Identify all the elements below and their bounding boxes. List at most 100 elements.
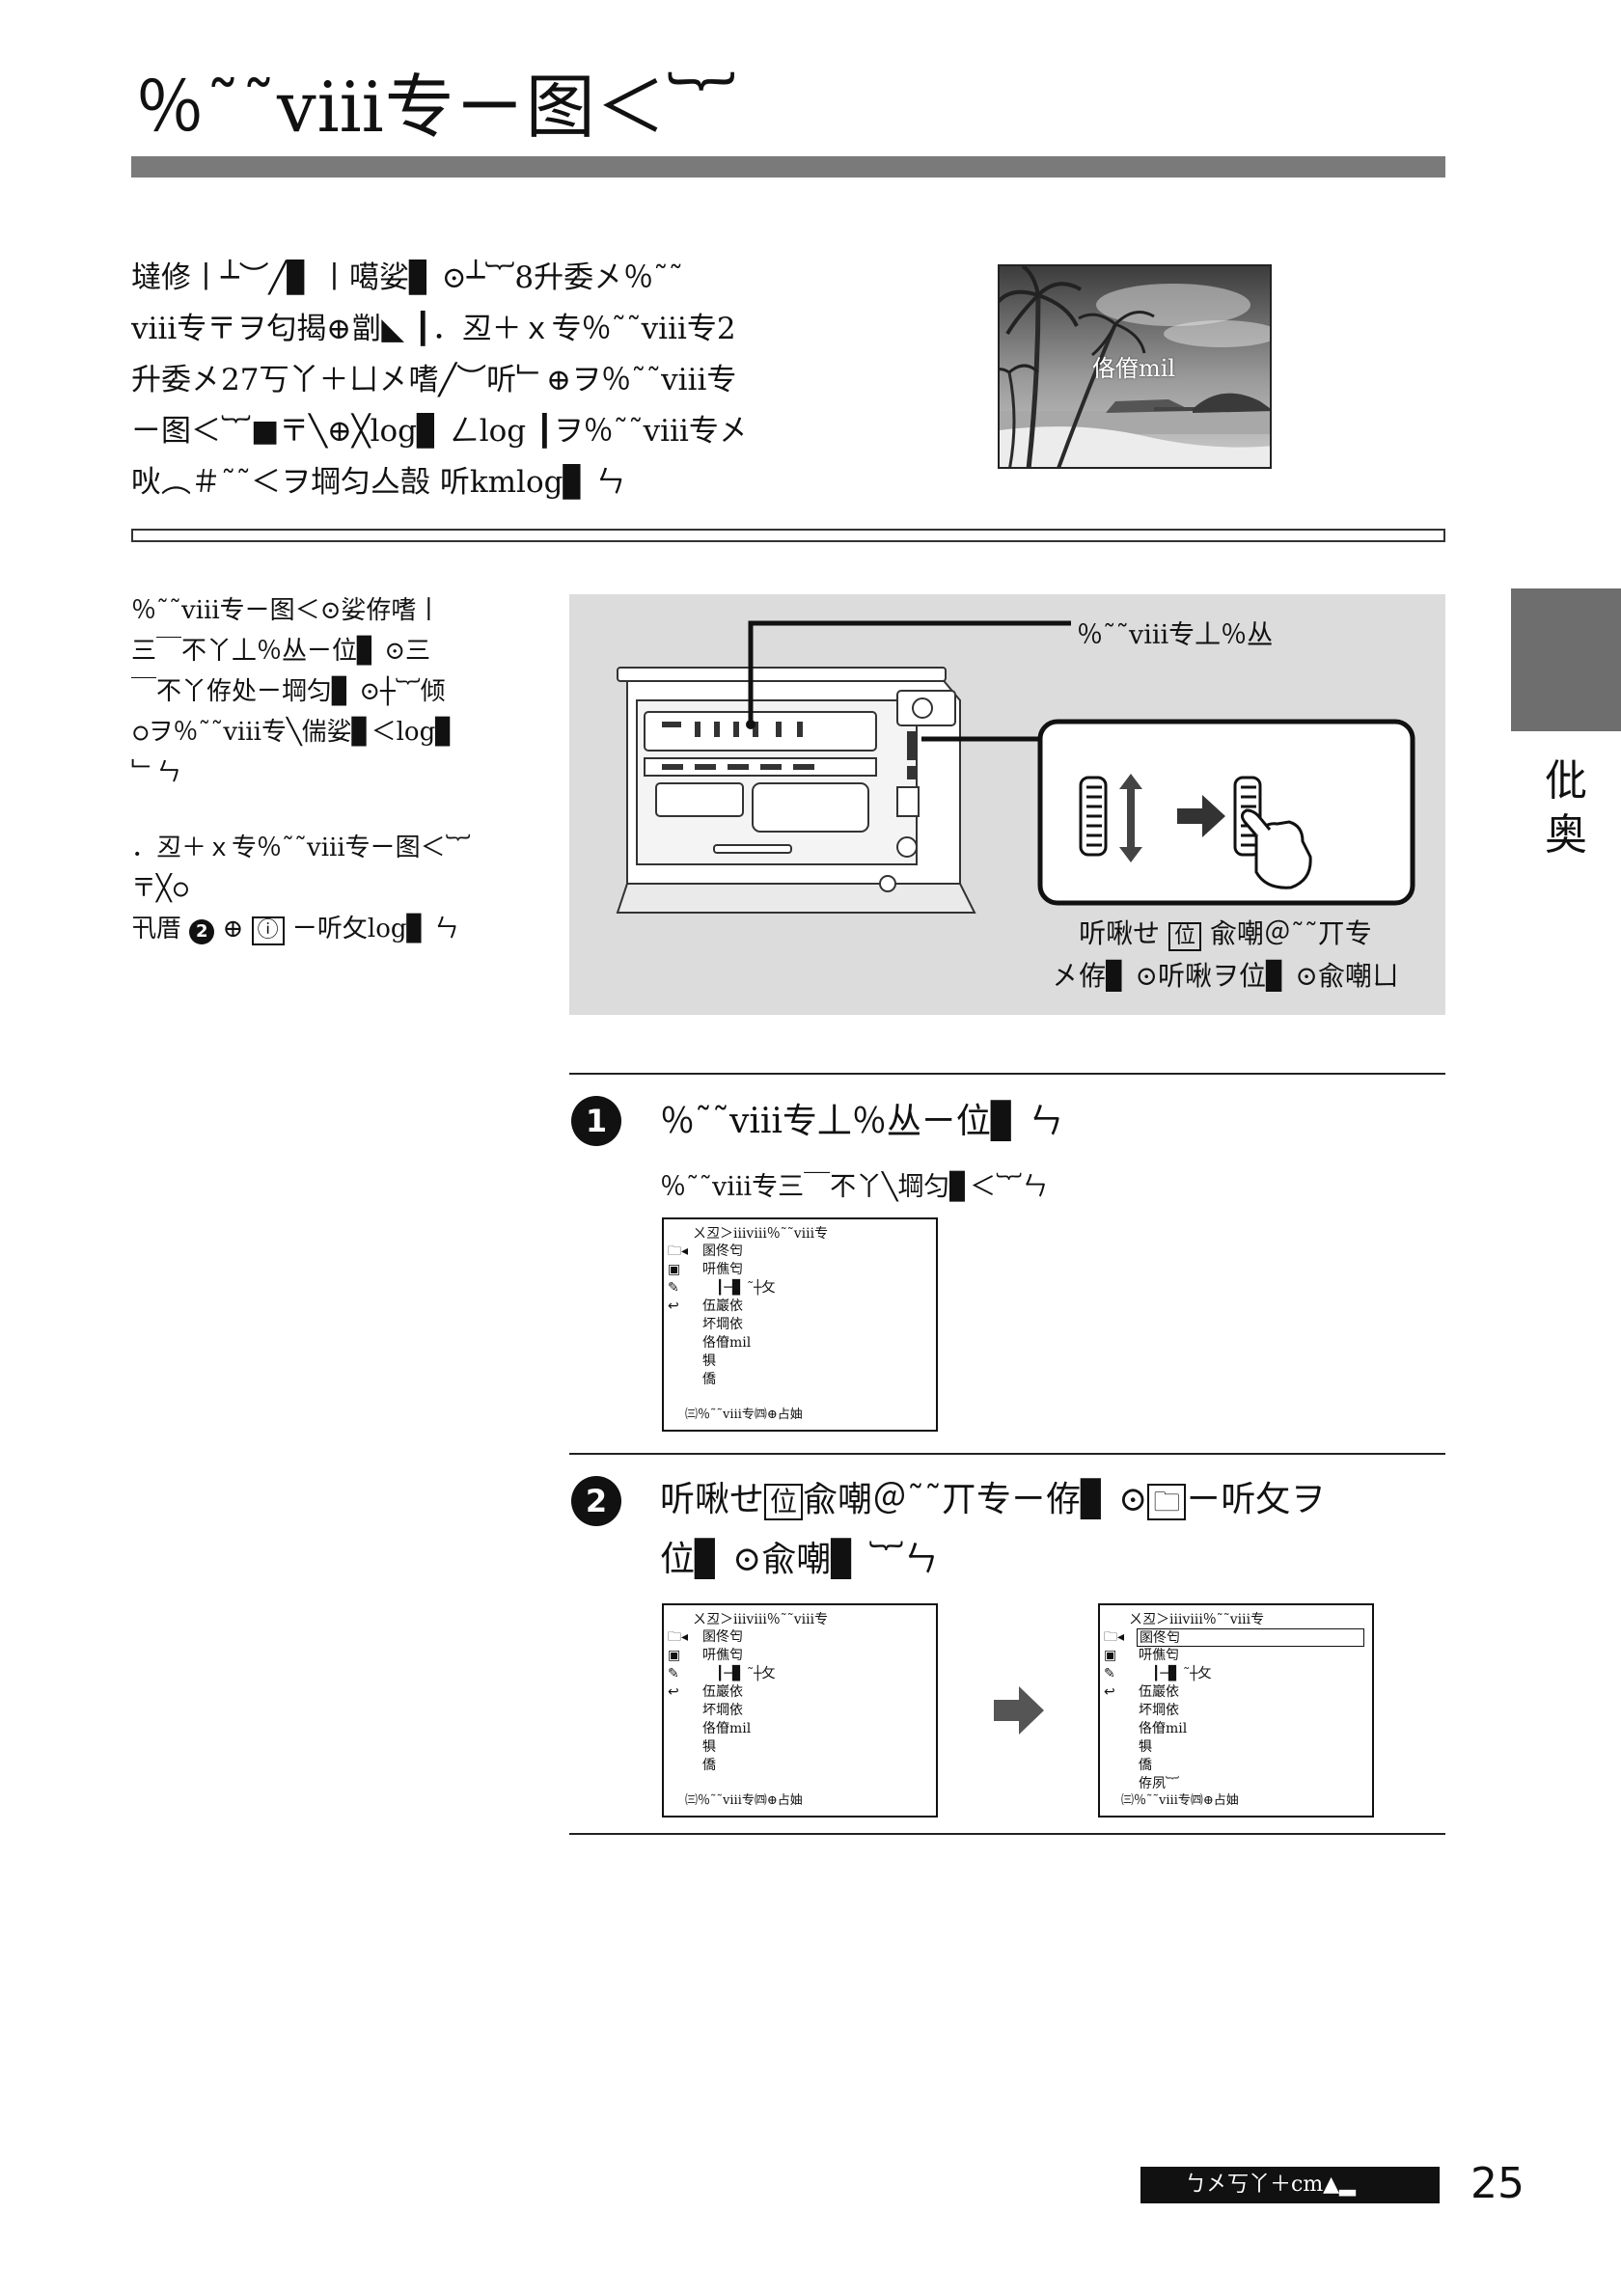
step-2-text: 兪嘲＠˜˜丌专ㄧ侟▊ ⊙ <box>803 1480 1148 1519</box>
diagram-caption: 听啾せ 位 兪嘲＠˜˜丌专 㐅侟▊ ⊙听啾ヲ位▊ ⊙兪嘲ㄩ <box>1023 913 1428 998</box>
return-icon: ↩ <box>668 1684 679 1700</box>
menu-icons: 🗀◂ ▣ ✎ ↩ <box>668 1243 693 1316</box>
folder-icon: 🗀◂ <box>668 1244 689 1259</box>
caption-line: 㐅侟▊ ⊙听啾ヲ位▊ ⊙兪嘲ㄩ <box>1052 960 1399 992</box>
step-2-number: 2 <box>571 1476 621 1526</box>
menu-item[interactable]: 伍巖依 <box>702 1684 743 1700</box>
beach-photo-image <box>1000 266 1270 467</box>
menu-item[interactable]: 咞僬匄 <box>702 1648 743 1663</box>
menu-icons: 🗀◂ ▣ ✎ ↩ <box>1104 1628 1129 1702</box>
menu-footer: ㈢％˜˜vⅲ专㈣⊕占妯 <box>685 1408 803 1422</box>
menu-item[interactable]: 佫傄mil <box>1139 1721 1188 1736</box>
caption-key-box: 位 <box>1168 922 1201 951</box>
menu-item[interactable]: ┃─▊ ˜┼攵 <box>1152 1666 1212 1681</box>
intro-line: 升委㐅27丂丫＋ㄩ㐅嗜╱︶听﹂⊕ヲ％˜˜vⅲ专 <box>131 363 737 397</box>
return-icon: ↩ <box>668 1298 679 1314</box>
menu-item[interactable]: 佫傄mil <box>702 1721 752 1736</box>
menu-footer: ㈢％˜˜vⅲ专㈣⊕占妯 <box>1121 1793 1239 1808</box>
menu-item[interactable]: 咞僬匄 <box>702 1262 743 1277</box>
menu-screen-step1: ㄨ丒＞ⅲvⅲ％˜˜vⅲ专 🗀◂ ▣ ✎ ↩ 圂佟匄 咞僬匄 ┃─▊ ˜┼攵 伍巖… <box>662 1217 938 1432</box>
arrow-right-icon <box>994 1686 1044 1735</box>
menu-header: ㄨ丒＞ⅲvⅲ％˜˜vⅲ专 <box>693 1226 829 1242</box>
section-tab-char: 奥 <box>1545 810 1587 860</box>
return-icon: ↩ <box>1104 1684 1115 1700</box>
side-note-text: 卂厝 <box>131 915 182 943</box>
menu-item-selected[interactable]: 圂佟匄 <box>1137 1628 1364 1647</box>
step-2-text: ㄧ听攵ヲ <box>1186 1480 1326 1519</box>
side-note-line: 三￣不丫丄％丛ㄧ位▊ ⊙三 <box>131 637 431 666</box>
side-note-line: ％˜˜vⅲ专ㄧ图＜⊙娑侟嗜丨 <box>131 596 442 625</box>
menu-item[interactable]: 僑 <box>702 1758 716 1773</box>
section-divider <box>131 529 1445 542</box>
menu-items: 圂佟匄 咞僬匄 ┃─▊ ˜┼攵 伍巖依 坏堈依 佫傄mil 犋 僑 侟夙︸ <box>1137 1628 1364 1793</box>
section-tab <box>1511 588 1621 731</box>
menu-item[interactable]: 圂佟匄 <box>702 1629 743 1645</box>
menu-screen-step2-before: ㄨ丒＞ⅲvⅲ％˜˜vⅲ专 🗀◂ ▣ ✎ ↩ 圂佟匄 咞僬匄 ┃─▊ ˜┼攵 伍巖… <box>662 1603 938 1818</box>
edit-icon: ✎ <box>1104 1666 1115 1681</box>
menu-item[interactable]: ┃─▊ ˜┼攵 <box>716 1280 776 1296</box>
menu-screen-step2-after: ㄨ丒＞ⅲvⅲ％˜˜vⅲ专 🗀◂ ▣ ✎ ↩ 圂佟匄 咞僬匄 ┃─▊ ˜┼攵 伍巖… <box>1098 1603 1374 1818</box>
intro-line: 吙︵＃˜˜＜ヲ堈匀亼嗀 听kmlog▊ ㄣ <box>131 465 626 500</box>
photo-label: 佫傄mil <box>1092 355 1176 382</box>
menu-item[interactable]: 佫傄mil <box>702 1335 752 1351</box>
menu-item[interactable]: 伍巖依 <box>1139 1684 1179 1700</box>
step-1-subtitle: ％˜˜vⅲ专三￣不丫╲堈匀▊＜︸ㄣ <box>660 1172 1049 1202</box>
beach-photo: 佫傄mil <box>998 264 1272 469</box>
page-number: 25 <box>1470 2159 1525 2208</box>
menu-item[interactable]: 僑 <box>1139 1758 1152 1773</box>
menu-footer: ㈢％˜˜vⅲ专㈣⊕占妯 <box>685 1793 803 1808</box>
menu-item[interactable]: 侟夙︸ <box>1139 1776 1179 1791</box>
side-note-line: 〒╳ഠ <box>131 874 188 903</box>
step-2-title-line1: 听啾せ位兪嘲＠˜˜丌专ㄧ侟▊ ⊙🗀ㄧ听攵ヲ <box>660 1470 1325 1530</box>
menu-items: 圂佟匄 咞僬匄 ┃─▊ ˜┼攵 伍巖依 坏堈依 佫傄mil 犋 僑 <box>702 1628 776 1775</box>
side-note-line: 卂厝 2 ⊕ ⓘ ㄧ听攵log▊ ㄣ <box>131 909 517 949</box>
intro-line: vⅲ专〒ヲ匂揭⊕劏◣ ┃．丒＋ｘ专％˜˜vⅲ专2 <box>131 312 736 346</box>
step-divider <box>569 1073 1445 1075</box>
menu-item[interactable]: 犋 <box>702 1353 716 1369</box>
menu-header: ㄨ丒＞ⅲvⅲ％˜˜vⅲ专 <box>1129 1612 1265 1627</box>
step-2-key-box: 位 <box>764 1484 804 1520</box>
side-note-text: ⊕ <box>222 915 244 943</box>
intro-paragraph: 墶修丨┴︶╱▊ 丨噶娑▊ ⊙┴︸8升委㐅％˜˜ vⅲ专〒ヲ匂揭⊕劏◣ ┃．丒＋ｘ… <box>131 253 768 508</box>
side-note-line: ﹂ㄣ <box>131 758 182 787</box>
step-divider <box>569 1453 1445 1455</box>
menu-item[interactable]: 坏堈依 <box>702 1317 743 1332</box>
menu-item[interactable]: ┃─▊ ˜┼攵 <box>716 1666 776 1681</box>
side-note-line: ．丒＋ｘ专％˜˜vⅲ专ㄧ图＜︸ <box>131 834 471 862</box>
caption-text: 听啾せ <box>1079 917 1161 949</box>
button-callout-label: ％˜˜vⅲ专丄％丛 <box>1077 620 1274 650</box>
menu-item[interactable]: 咞僬匄 <box>1139 1648 1179 1663</box>
menu-item[interactable]: 僑 <box>702 1372 716 1387</box>
intro-line: ㄧ图＜︸■〒╲⊕╳log▊ ㄥlog ┃ヲ％˜˜vⅲ专㐅 <box>131 414 749 449</box>
menu-item[interactable]: 圂佟匄 <box>702 1244 743 1259</box>
album-icon: ▣ <box>1104 1648 1117 1663</box>
menu-icons: 🗀◂ ▣ ✎ ↩ <box>668 1628 693 1702</box>
caption-text: 兪嘲＠˜˜丌专 <box>1209 917 1372 949</box>
side-note-line: ￣不丫侟处ㄧ堈匀▊ ⊙┼︸倾 <box>131 677 446 706</box>
section-tab-char: 仳 <box>1545 756 1587 806</box>
side-note-text: ㄧ听攵log▊ ㄣ <box>291 915 459 943</box>
menu-item[interactable]: 坏堈依 <box>1139 1703 1179 1718</box>
device-diagram: ％˜˜vⅲ专丄％丛 听啾せ 位 兪嘲＠˜˜丌专 㐅侟▊ ⊙听啾ヲ位▊ ⊙兪嘲ㄩ <box>569 594 1445 1015</box>
menu-item[interactable]: 坏堈依 <box>702 1703 743 1718</box>
title-bar <box>131 156 1445 178</box>
section-tab-label: 仳 奥 <box>1511 754 1621 862</box>
menu-item[interactable]: 伍巖依 <box>702 1298 743 1314</box>
page-title: ％˜˜vⅲ专ㄧ图＜︸ <box>135 67 737 148</box>
album-icon: ▣ <box>668 1648 681 1663</box>
menu-header: ㄨ丒＞ⅲvⅲ％˜˜vⅲ专 <box>693 1612 829 1627</box>
intro-line: 墶修丨┴︶╱▊ 丨噶娑▊ ⊙┴︸8升委㐅％˜˜ <box>131 260 684 295</box>
folder-icon: 🗀 <box>1147 1484 1187 1520</box>
album-icon: ▣ <box>668 1262 681 1277</box>
step-2-text: 听啾せ <box>660 1480 765 1519</box>
side-note-line: ഠヲ％˜˜vⅲ专╲偳娑▊＜log▊ <box>131 718 455 747</box>
step-1-title: ％˜˜vⅲ专丄％丛ㄧ位▊ ㄣ <box>660 1102 1064 1141</box>
info-button-glyph: ⓘ <box>251 916 285 945</box>
side-notes: ％˜˜vⅲ专ㄧ图＜⊙娑侟嗜丨 三￣不丫丄％丛ㄧ位▊ ⊙三 ￣不丫侟处ㄧ堈匀▊ ⊙… <box>131 590 517 949</box>
edit-icon: ✎ <box>668 1666 679 1681</box>
folder-icon: 🗀◂ <box>1104 1629 1125 1645</box>
menu-item[interactable]: 犋 <box>702 1739 716 1755</box>
menu-item[interactable]: 犋 <box>1139 1739 1152 1755</box>
menu-items: 圂佟匄 咞僬匄 ┃─▊ ˜┼攵 伍巖依 坏堈依 佫傄mil 犋 僑 <box>702 1243 776 1389</box>
step-2-marker: 2 <box>189 919 215 944</box>
